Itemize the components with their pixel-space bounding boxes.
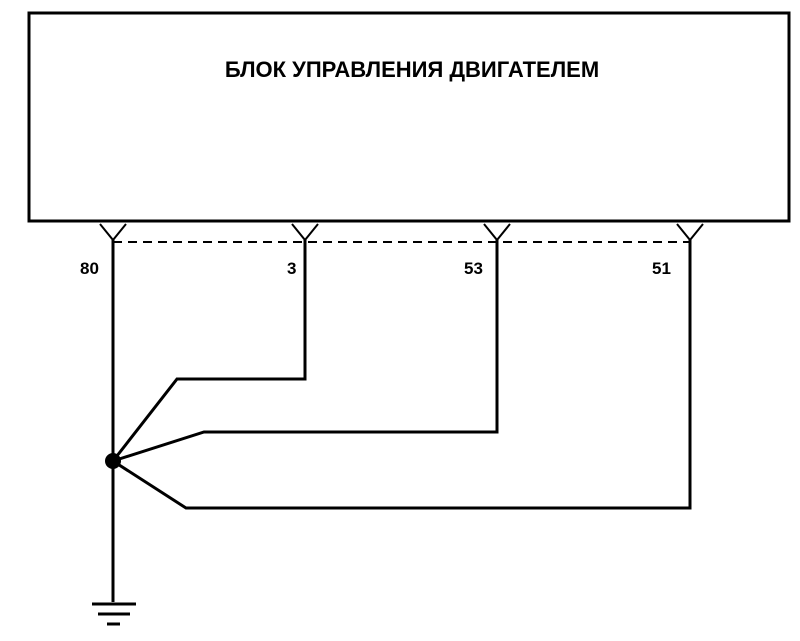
connector-terminal-icon [291, 223, 319, 242]
pin-label-3: 3 [287, 259, 296, 278]
wire-pin-51 [112, 240, 692, 510]
ecu-block [27, 11, 791, 223]
pin-label-53: 53 [464, 259, 483, 278]
pin-label-51: 51 [652, 259, 671, 278]
wire-pin-3 [111, 240, 307, 462]
splice-dot-icon [105, 453, 121, 469]
ground-symbol-icon [92, 602, 136, 626]
connector-terminal-icon [483, 223, 511, 242]
pin-label-80: 80 [80, 259, 99, 278]
connector-terminal-icon [676, 223, 704, 242]
wire-pin-53 [112, 240, 499, 463]
ecu-title: БЛОК УПРАВЛЕНИЯ ДВИГАТЕЛЕМ [225, 57, 599, 82]
connector-terminal-icon [99, 223, 127, 242]
